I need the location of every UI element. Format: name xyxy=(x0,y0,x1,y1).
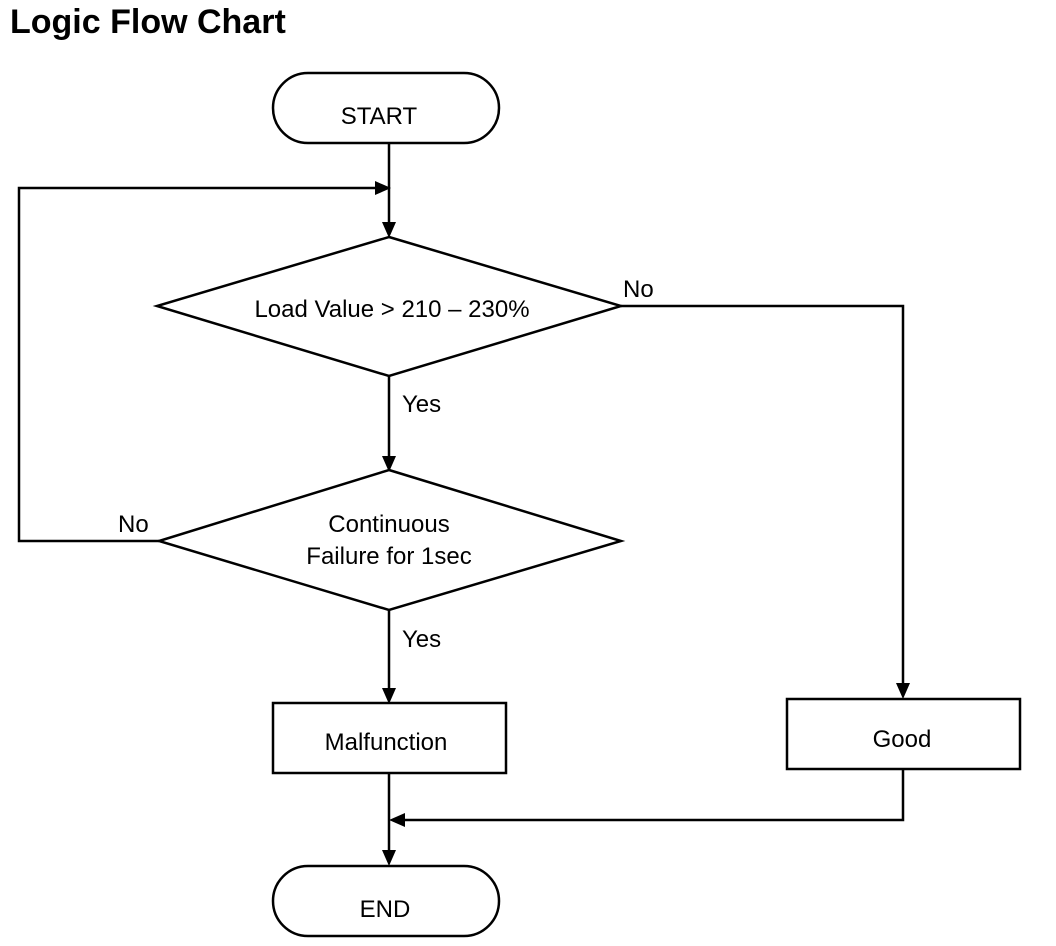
load-yes-label: Yes xyxy=(402,391,441,418)
end-node: END xyxy=(271,864,501,938)
page-title: Logic Flow Chart xyxy=(10,3,286,41)
load-value-decision: Load Value > 210 – 230% xyxy=(152,235,626,378)
arrowhead-into-continuous-check xyxy=(382,456,396,472)
end-terminator-shape xyxy=(271,864,501,938)
good-box xyxy=(785,697,1022,771)
continuous-failure-label-line1: Continuous xyxy=(328,511,449,538)
arrowhead-into-good xyxy=(896,683,910,699)
start-terminator-shape xyxy=(271,71,501,145)
continuous-yes-label: Yes xyxy=(402,626,441,653)
connector-good-to-end xyxy=(399,769,905,822)
arrowhead-into-end xyxy=(382,850,396,866)
continuous-no-label: No xyxy=(118,511,149,538)
arrowhead-into-load-check xyxy=(382,222,396,238)
malfunction-node: Malfunction xyxy=(271,701,508,775)
arrowhead-good-merge xyxy=(389,813,405,827)
good-label: Good xyxy=(873,726,932,753)
end-label: END xyxy=(360,896,411,923)
malfunction-label: Malfunction xyxy=(325,729,448,756)
connector-continuous-no-loop-back xyxy=(17,186,381,543)
continuous-failure-decision: Continuous Failure for 1sec xyxy=(154,468,626,612)
load-value-label: Load Value > 210 – 230% xyxy=(254,296,529,323)
arrowhead-into-malfunction xyxy=(382,688,396,704)
arrowhead-loop-back xyxy=(375,181,391,195)
continuous-failure-diamond xyxy=(154,468,626,612)
continuous-failure-label-line2: Failure for 1sec xyxy=(306,543,471,570)
load-no-label: No xyxy=(623,276,654,303)
start-label: START xyxy=(341,103,418,130)
good-node: Good xyxy=(785,697,1022,771)
connector-load-no-to-good xyxy=(621,304,905,689)
start-node: START xyxy=(271,71,501,145)
